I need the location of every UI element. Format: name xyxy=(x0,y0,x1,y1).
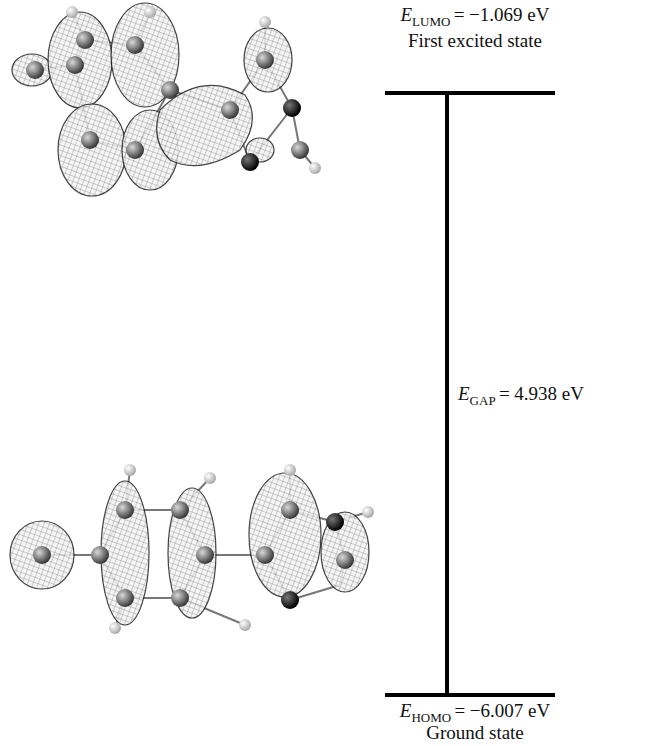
homo-orbital xyxy=(10,464,374,634)
energy-symbol: E xyxy=(401,4,413,25)
gap-energy: EGAP= 4.938 eV xyxy=(458,383,584,408)
energy-value: = 4.938 eV xyxy=(499,383,584,404)
energy-value: = −6.007 eV xyxy=(454,700,550,721)
lumo-state: First excited state xyxy=(408,30,542,53)
lumo-orbital xyxy=(12,3,321,196)
energy-symbol: E xyxy=(400,700,412,721)
subscript: LUMO xyxy=(412,14,450,29)
state-name: First excited state xyxy=(408,30,542,51)
state-name: Ground state xyxy=(426,722,524,743)
lumo-energy: ELUMO = −1.069 eV xyxy=(401,4,550,29)
energy-symbol: E xyxy=(458,383,470,404)
energy-value: = −1.069 eV xyxy=(454,4,550,25)
homo-state: Ground state xyxy=(426,722,524,745)
subscript: GAP xyxy=(470,393,496,408)
homo-energy: EHOMO= −6.007 eV xyxy=(400,700,550,725)
